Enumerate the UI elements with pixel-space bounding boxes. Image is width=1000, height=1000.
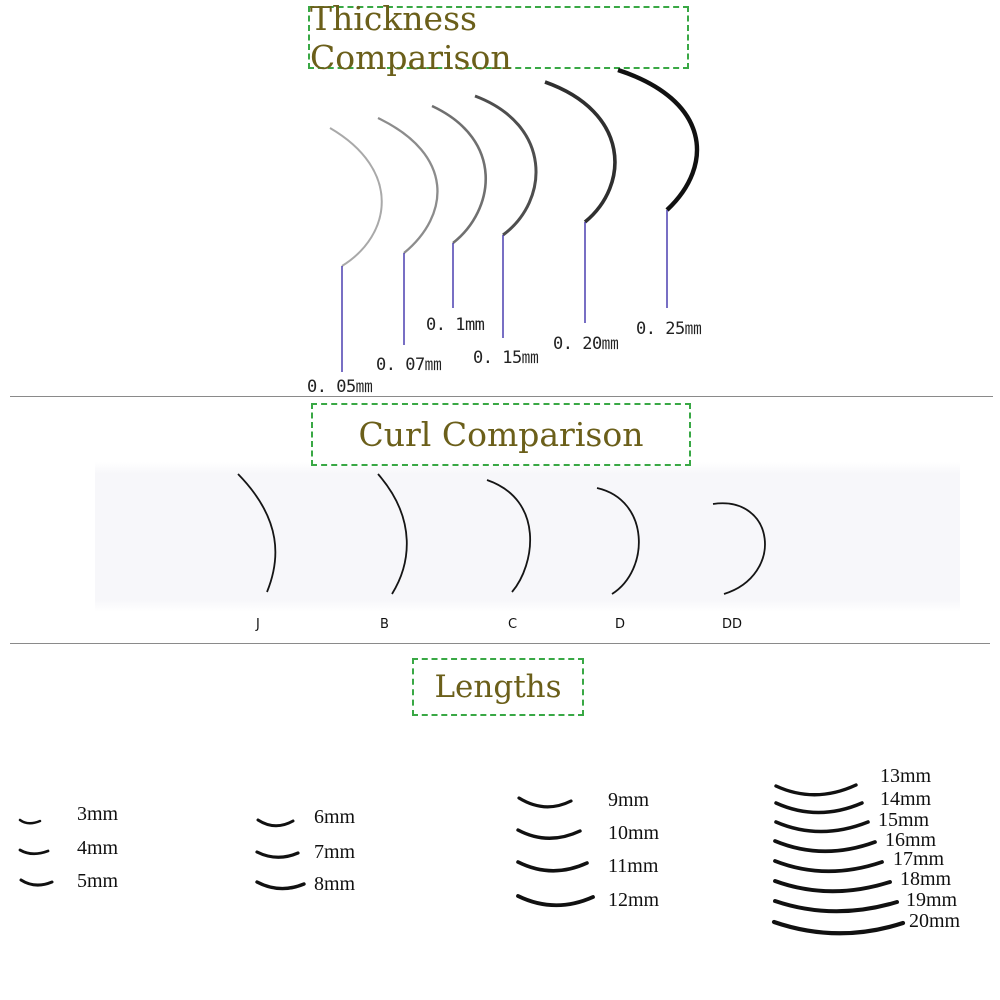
thickness-curls — [329, 67, 700, 372]
thickness-curl-015 — [474, 94, 538, 237]
thickness-label-005: 0. 05㎜ — [307, 377, 373, 397]
lengths-title-box: Lengths — [412, 658, 584, 716]
curl-title: Curl Comparison — [358, 415, 644, 454]
curl-label-j: J — [256, 617, 260, 632]
thickness-label-020: 0. 20㎜ — [553, 334, 619, 354]
length-label-19mm: 19mm — [906, 889, 958, 911]
length-label-10mm: 10mm — [608, 822, 660, 844]
thickness-curl-025 — [617, 67, 700, 212]
thickness-curl-020 — [544, 80, 617, 224]
lash-18mm — [773, 879, 892, 894]
lash-15mm — [774, 820, 870, 834]
length-label-11mm: 11mm — [608, 855, 659, 877]
length-label-5mm: 5mm — [77, 870, 119, 892]
lash-17mm — [773, 859, 884, 874]
lash-9mm — [517, 796, 573, 809]
lash-5mm — [19, 878, 54, 887]
curl-b — [377, 473, 408, 595]
length-label-12mm: 12mm — [608, 889, 660, 911]
curl-background-band — [95, 462, 960, 612]
lash-6mm — [256, 818, 295, 828]
thickness-label-007: 0. 07㎜ — [376, 355, 442, 375]
thickness-curl-005 — [329, 127, 383, 267]
length-label-20mm: 20mm — [909, 910, 961, 932]
thickness-curl-010 — [431, 104, 488, 245]
lash-10mm — [516, 828, 582, 840]
lash-13mm — [774, 783, 858, 797]
curl-j — [237, 473, 277, 593]
thickness-title-box: Thickness Comparison — [308, 0, 689, 77]
length-label-9mm: 9mm — [608, 789, 650, 811]
lash-19mm — [773, 899, 899, 914]
thickness-label-015: 0. 15㎜ — [473, 348, 539, 368]
curl-c — [486, 479, 532, 593]
thickness-label-025: 0. 25㎜ — [636, 319, 702, 339]
length-label-18mm: 18mm — [900, 868, 952, 890]
length-label-8mm: 8mm — [314, 873, 356, 895]
length-label-4mm: 4mm — [77, 837, 119, 859]
curl-title-box: Curl Comparison — [311, 403, 691, 466]
curl-label-d: D — [615, 617, 626, 632]
lash-11mm — [516, 860, 589, 873]
length-label-17mm: 17mm — [893, 848, 945, 870]
curl-label-c: C — [508, 617, 518, 632]
length-label-3mm: 3mm — [77, 803, 119, 825]
lash-16mm — [773, 839, 877, 854]
lash-14mm — [774, 801, 864, 815]
lash-12mm — [516, 894, 595, 908]
curl-curves — [237, 473, 766, 595]
length-label-16mm: 16mm — [885, 829, 937, 851]
length-label-15mm: 15mm — [878, 809, 930, 831]
thickness-label-010: 0. 1mm — [426, 315, 485, 335]
curl-dd — [712, 502, 766, 595]
section-divider-2 — [10, 643, 990, 644]
lengths-title: Lengths — [434, 669, 562, 705]
length-label-6mm: 6mm — [314, 806, 356, 828]
thickness-title: Thickness Comparison — [310, 0, 512, 77]
length-label-7mm: 7mm — [314, 841, 356, 863]
lash-8mm — [255, 880, 306, 891]
lash-4mm — [18, 848, 50, 856]
curl-label-b: B — [380, 617, 389, 632]
section-divider-1 — [10, 396, 993, 397]
curl-label-dd: DD — [722, 617, 743, 632]
lash-3mm — [18, 818, 42, 825]
thickness-curl-007 — [377, 116, 439, 254]
length-label-14mm: 14mm — [880, 788, 932, 810]
lash-7mm — [255, 850, 300, 859]
curl-d — [596, 487, 640, 595]
lash-20mm — [771, 919, 906, 936]
length-label-13mm: 13mm — [880, 765, 932, 787]
